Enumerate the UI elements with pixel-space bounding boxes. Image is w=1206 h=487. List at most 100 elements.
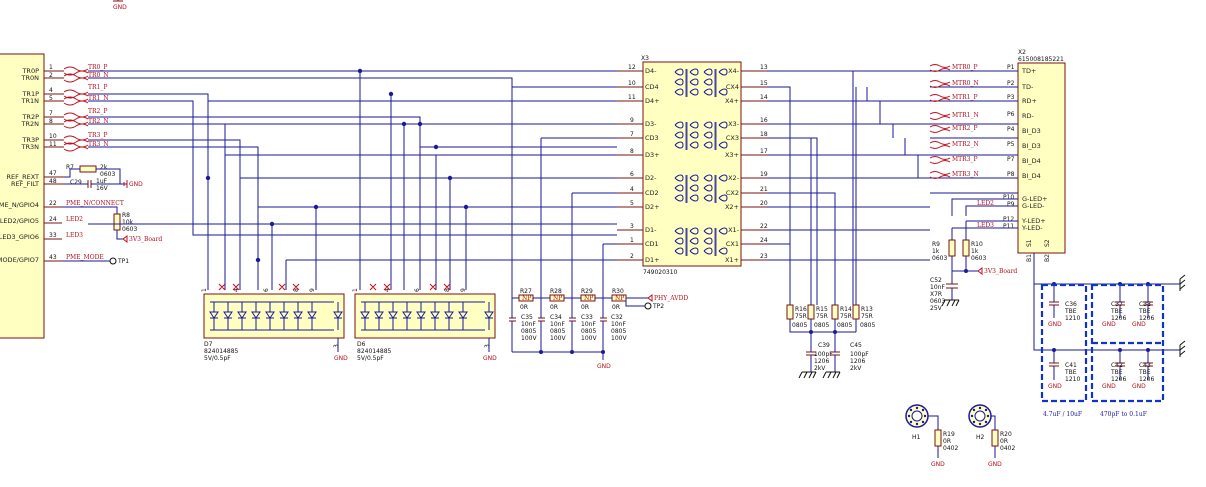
r19-resistor[interactable]: R19 0R 0402 GND — [931, 429, 958, 468]
x2-ref: X2 — [1018, 49, 1026, 56]
pin-number: 1 — [49, 64, 53, 71]
c36-capacitor[interactable]: C36 TBE 1210 GND — [1048, 301, 1080, 328]
u1-net-labels: TR0_P TR0_N TR1_P TR1_N TR2_P TR2_N TR3_… — [66, 64, 124, 261]
c45-capacitor[interactable]: C45 100pF 1206 2kV — [830, 342, 869, 372]
np-mark: NP — [553, 295, 562, 302]
h1-mounting-hole[interactable]: H1 — [905, 404, 929, 441]
x2-connector[interactable]: X2 615008185221 — [1017, 49, 1066, 254]
board-3v3-flag: 3V3_Board — [122, 235, 162, 243]
transformer-icon — [674, 68, 728, 256]
r20-resistor[interactable]: R20 0R 0402 GND — [988, 429, 1015, 468]
r19-package: 0402 — [943, 445, 958, 452]
pin-number: 22 — [760, 223, 768, 230]
c32-value: 10nF — [611, 321, 626, 328]
c39-capacitor[interactable]: C39 100pF 1206 2kV — [806, 342, 833, 372]
r8-ref: R8 — [122, 212, 130, 219]
pin-name: REF_FILT — [11, 180, 39, 188]
center-tap-wires — [511, 87, 604, 298]
pin-name: G-LED- — [1022, 202, 1045, 210]
c52-capacitor[interactable]: C52 10nF X7R 0603 25V — [930, 271, 958, 312]
net-label: LED2 — [977, 200, 994, 207]
r30-resistor[interactable]: NP R30 0R — [611, 288, 627, 311]
c37-value: TBE — [1110, 308, 1123, 315]
mtr-net-labels: MTR0_P MTR0_N MTR1_P MTR1_N MTR2_P MTR2_… — [952, 64, 979, 178]
c39-voltage: 2kV — [814, 365, 826, 372]
h2-ref: H2 — [976, 434, 985, 441]
pin-name: X4- — [728, 67, 740, 75]
pin-name: D3- — [645, 120, 657, 128]
u1-body[interactable] — [0, 53, 45, 339]
r28-resistor[interactable]: NP R28 0R — [549, 288, 565, 311]
r8-resistor[interactable]: R8 10k 0603 — [113, 212, 137, 233]
pin-name: RD- — [1022, 112, 1035, 120]
c42-value: TBE — [1110, 369, 1123, 376]
pin-number: P3 — [1007, 94, 1015, 101]
pin-number: 7 — [49, 110, 53, 117]
pin-number: 48 — [49, 178, 57, 185]
c35-capacitor[interactable]: C35 10nF 0805 100V — [521, 314, 537, 342]
pin-name: LED3_GPIO6 — [0, 233, 39, 241]
pin-name: BI_D4 — [1022, 172, 1041, 180]
pin-number: P5 — [1007, 141, 1015, 148]
c34-package: 0805 — [550, 328, 565, 335]
c33-capacitor[interactable]: C33 10nF 0805 100V — [581, 314, 597, 342]
r20-value: 0R — [1000, 438, 1008, 445]
r10-resistor[interactable]: R10 1k 0603 — [962, 239, 986, 262]
x3-magnetics[interactable]: X3 749020310 — [641, 55, 742, 276]
c35-voltage: 100V — [521, 335, 537, 342]
gnd-label: GND — [931, 461, 945, 468]
pin-number: S2 — [1044, 239, 1051, 247]
shield-cap-plates — [1049, 301, 1153, 367]
c43-ref: C43 — [1139, 362, 1151, 369]
bob-wires — [767, 86, 836, 305]
led-resistor-wires — [951, 221, 978, 272]
d7-esd-array[interactable]: D7 824014885 5V/0.5pF 1 4 6 8 9 3 — [201, 288, 345, 362]
pin-name: D4+ — [645, 97, 660, 105]
c32-capacitor[interactable]: C32 10nF 0805 100V — [611, 314, 627, 342]
bulk-cap-caption: 4.7uF / 10uF — [1043, 411, 1082, 418]
pin-number: 3 — [484, 344, 491, 348]
pin-name: PME_N/GPIO4 — [0, 201, 39, 209]
c43-capacitor[interactable]: C43 TBE 1206 GND — [1132, 362, 1154, 390]
shield-cap-wires — [1053, 284, 1149, 380]
d6-esd-array[interactable]: D6 824014885 5V/0.5pF 1 4 6 8 9 3 — [352, 288, 496, 362]
c33-package: 0805 — [581, 328, 596, 335]
bob-join-wires — [789, 87, 857, 333]
c29-capacitor[interactable]: C29 1uF 16V — [70, 178, 109, 192]
c38-ref: C38 — [1139, 301, 1151, 308]
c37-capacitor[interactable]: C37 TBE 1206 GND — [1102, 301, 1126, 328]
c42-capacitor[interactable]: C42 TBE 1206 GND — [1102, 362, 1126, 390]
r29-value: 0R — [581, 304, 589, 311]
c45-voltage: 2kV — [850, 365, 862, 372]
pin-number: 1 — [201, 288, 208, 292]
c33-voltage: 100V — [581, 335, 597, 342]
tp2-testpoint[interactable]: TP2 — [644, 302, 664, 310]
pin-name: CD2 — [645, 189, 659, 197]
pin-name: X1- — [728, 226, 740, 234]
pin-name: CD3 — [645, 134, 659, 142]
pin-name: X3- — [728, 120, 740, 128]
pin-number: 5 — [49, 95, 53, 102]
c41-capacitor[interactable]: C41 TBE 1210 GND — [1048, 362, 1080, 390]
r27-resistor[interactable]: NP R27 0R — [518, 288, 534, 311]
pin-number: 6 — [263, 288, 270, 292]
c34-capacitor[interactable]: C34 10nF 0805 100V — [550, 314, 566, 342]
r27-value: 0R — [520, 304, 528, 311]
net-label: PME_N/CONNECT — [66, 200, 124, 207]
c52-dielectric: X7R — [930, 291, 942, 298]
r7-resistor[interactable]: R7 2k 0603 — [66, 164, 115, 178]
pin-number: 5 — [630, 200, 634, 207]
x3-part-number: 749020310 — [643, 269, 678, 276]
r16-ref: R16 — [795, 306, 807, 313]
h2-mounting-hole[interactable]: H2 — [968, 404, 992, 441]
pin-number: 8 — [444, 288, 451, 292]
gnd-label: GND — [597, 363, 611, 370]
c36-value: TBE — [1064, 308, 1077, 315]
r8-package: 0603 — [122, 226, 137, 233]
pin-name: BI_D4 — [1022, 157, 1041, 165]
c38-capacitor[interactable]: C38 TBE 1206 GND — [1132, 301, 1154, 328]
tp1-testpoint[interactable]: TP1 — [62, 257, 129, 265]
r29-resistor[interactable]: NP R29 0R — [580, 288, 596, 311]
pin-name: TR0P — [21, 67, 39, 75]
